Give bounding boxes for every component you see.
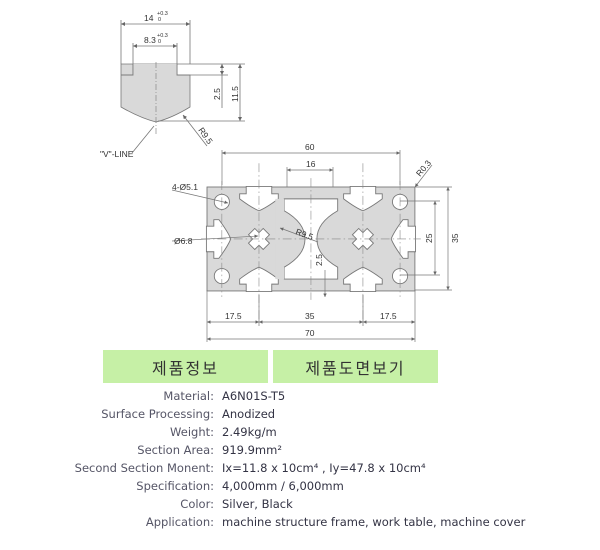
dim-bottom-left: 17.5 [225,311,242,321]
tab-product-info[interactable]: 제품정보 [103,350,268,383]
dim-corner-radius: R0.3 [414,158,433,178]
dim-center-gap: 16 [306,159,316,169]
spec-label: Second Section Monent: [74,461,214,475]
dim-height: 35 [450,233,460,243]
spec-row-color: Color: Silver, Black [0,495,600,513]
spec-label: Section Area: [137,443,214,457]
spec-value: Ix=11.8 x 10cm⁴ , Iy=47.8 x 10cm⁴ [222,461,426,475]
spec-row-specification: Specification: 4,000mm / 6,000mm [0,477,600,495]
tolerance-lower: 0 [158,39,161,45]
dim-hole-height: 25 [424,233,434,243]
dim-holes: 4-Ø5.1 [172,182,198,192]
slot-depth-small: 2.5 [212,88,222,100]
spec-value: 919.9mm² [222,443,282,457]
spec-value: Silver, Black [222,497,293,511]
spec-label: Surface Processing: [101,407,214,421]
profile-dimension-lines [171,150,452,342]
spec-label: Application: [145,515,214,529]
dim-width: 70 [305,328,315,338]
slot-width-inner: 8.3 [144,35,156,45]
spec-value: machine structure frame, work table, mac… [222,515,526,529]
dim-bore: Ø6.8 [174,236,193,246]
spec-row-application: Application: machine structure frame, wor… [0,513,600,531]
profile-cross-section [201,163,421,321]
tolerance-upper: +0.3 [157,11,168,17]
tolerance-upper: +0.3 [157,33,168,39]
spec-label: Specification: [136,479,214,493]
spec-label: Weight: [170,425,214,439]
spec-value: A6N01S-T5 [222,389,286,403]
spec-list: Material: A6N01S-T5 Surface Processing: An… [0,387,600,531]
dim-hole-spacing: 60 [305,142,315,152]
spec-label: Material: [163,389,214,403]
dim-wall: 2.5 [314,254,324,266]
v-line-label: "V"-LINE [100,149,134,159]
slot-detail-drawing [120,20,245,154]
spec-row-material: Material: A6N01S-T5 [0,387,600,405]
spec-row-weight: Weight: 2.49kg/m [0,423,600,441]
tab-product-drawing[interactable]: 제품도면보기 [273,350,438,383]
spec-row-surface: Surface Processing: Anodized [0,405,600,423]
technical-drawing: 14 +0.3 0 8.3 +0.3 0 2.5 11.5 R9.5 "V"-L… [100,11,460,342]
dim-bottom-mid: 35 [305,311,315,321]
spec-value: 2.49kg/m [222,425,277,439]
spec-row-moment: Second Section Monent: Ix=11.8 x 10cm⁴ , … [0,459,600,477]
dim-bottom-right: 17.5 [380,311,397,321]
spec-label: Color: [180,497,214,511]
spec-value: Anodized [222,407,276,421]
slot-depth-total: 11.5 [230,86,240,102]
spec-value: 4,000mm / 6,000mm [222,479,344,493]
spec-row-area: Section Area: 919.9mm² [0,441,600,459]
slot-width-outer: 14 [144,13,154,23]
tolerance-lower: 0 [158,17,161,23]
